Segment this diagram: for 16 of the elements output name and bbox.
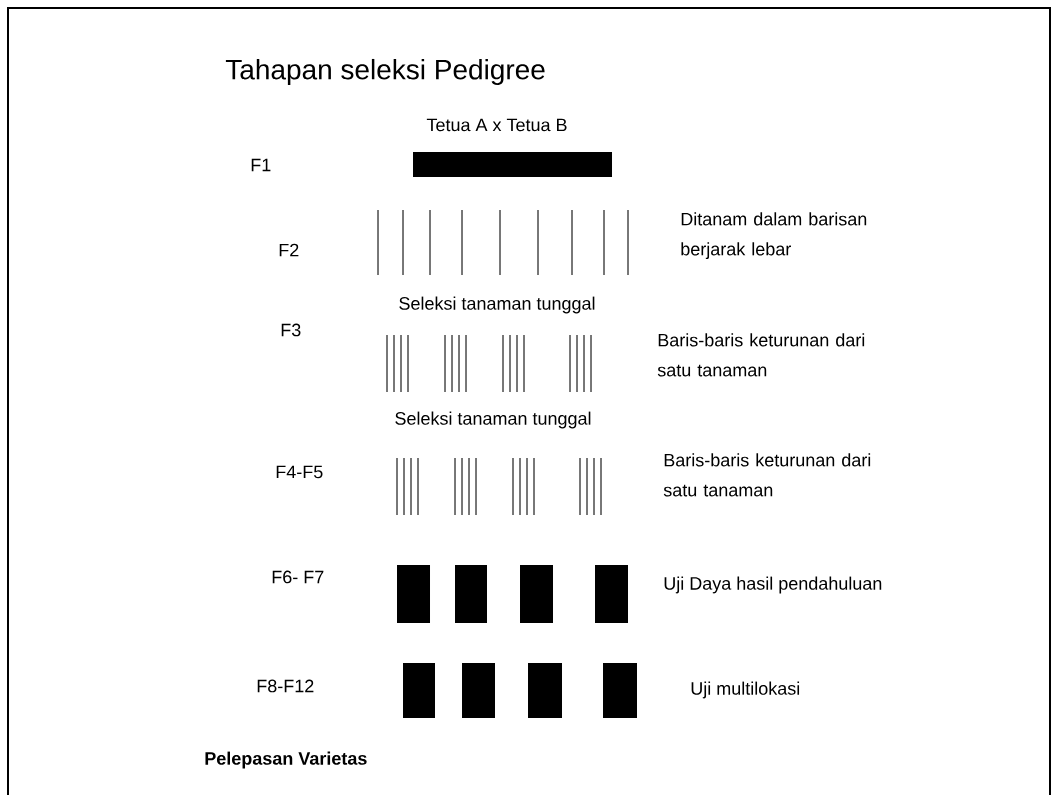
description-text: Baris-baris keturunan dari satu tanaman <box>663 453 871 497</box>
description-text: Ditanam dalam barisan berjarak lebar <box>681 212 867 260</box>
generation-label: F8-F12 <box>257 679 314 693</box>
step-label: Seleksi tanaman tunggal <box>395 411 591 429</box>
step-label: Seleksi tanaman tunggal <box>399 296 595 314</box>
generation-label: F4-F5 <box>276 465 323 479</box>
release-label: Pelepasan Varietas <box>205 751 367 769</box>
description-text: Uji Daya hasil pendahuluan <box>664 576 882 594</box>
generation-label: F1 <box>251 158 271 172</box>
description-text: Uji multilokasi <box>691 681 800 699</box>
generation-label: F6- F7 <box>272 570 324 584</box>
generation-label: F2 <box>279 243 299 257</box>
title: Tahapan seleksi Pedigree <box>225 58 545 86</box>
step-label: Tetua A x Tetua B <box>426 118 567 132</box>
description-text: Baris-baris keturunan dari satu tanaman <box>657 333 865 377</box>
generation-label: F3 <box>281 323 301 337</box>
